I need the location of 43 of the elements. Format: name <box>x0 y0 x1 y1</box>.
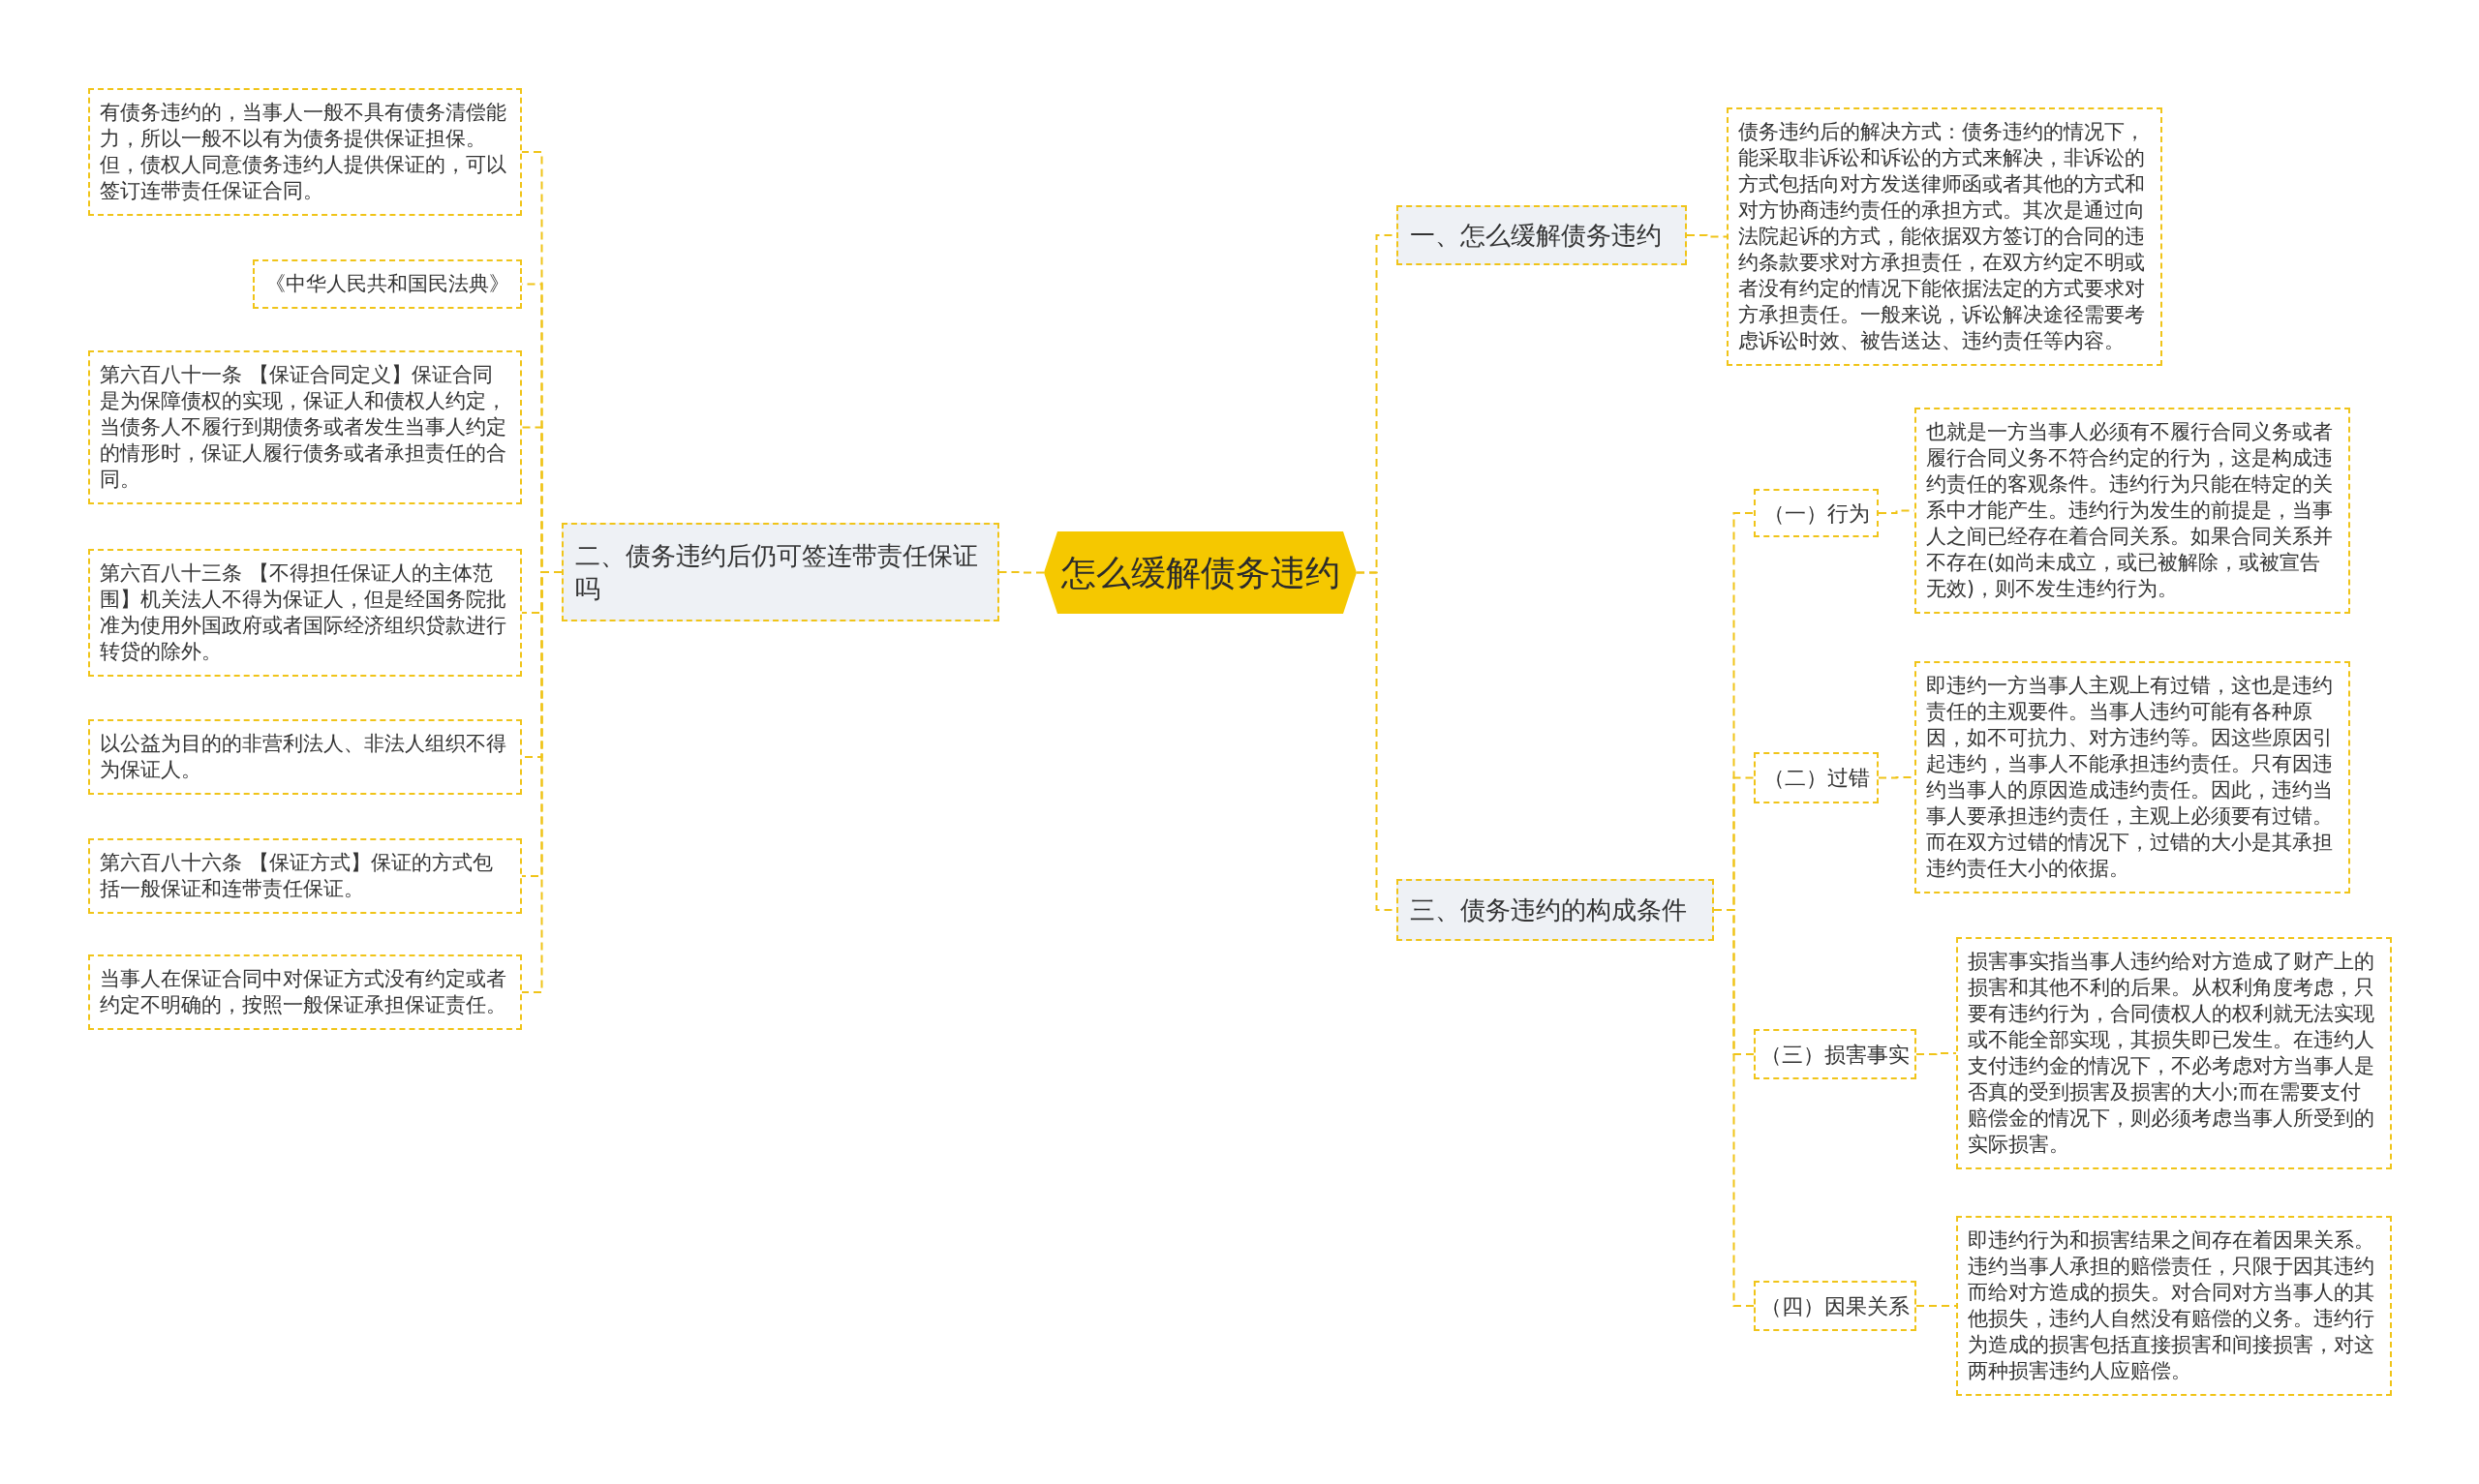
connector-line <box>1915 1052 1957 1055</box>
subtopic-box <box>1754 1029 1916 1079</box>
note-text: 《中华人民共和国民法典》 <box>264 271 510 297</box>
note-text: 债务违约后的解决方式：债务违约的情况下，能采取非诉讼和诉讼的方式来解决，非诉讼的方式包括向对方发送律师函或者其他的方式和对方协商违约责任的承担方式。其次是通过向法院起诉的方式，能依据双方签订的合同的违约条款要求对方承担责任，在双方约定不明或者没有约定的情况下能依据法定的方式要求对方承担责任。一般来说，诉讼解决途径需要考虑诉讼时效、被告送达、违约责任等内容。 <box>1738 119 2146 354</box>
note-text: 以公益为目的的非营利法人、非法人组织不得为保证人。 <box>100 731 507 783</box>
note-text: 即违约行为和损害结果之间存在着因果关系。违约当事人承担的赔偿责任，只限于因其违约而给对方造成的损失。对合同对方当事人的其他损失，违约人自然没有赔偿的义务。违约行为造成的损害包括直接损害和间接损害，对这两种损害违约人应赔偿。 <box>1968 1227 2375 1384</box>
note-text: 第六百八十六条 【保证方式】保证的方式包括一般保证和连带责任保证。 <box>100 850 494 902</box>
subtopic-text: （一）行为 <box>1762 500 1870 528</box>
central-topic-text: 怎么缓解债务违约 <box>1060 551 1340 594</box>
branch-topic-text: 一、怎么缓解债务违约 <box>1410 220 1662 252</box>
note-box <box>1956 1216 2392 1396</box>
central-topic <box>1044 531 1357 614</box>
branch-topic <box>562 523 999 621</box>
subtopic-text: （四）因果关系 <box>1760 1292 1910 1320</box>
note-box <box>1914 661 2350 893</box>
note-text: 第六百八十三条 【不得担任保证人的主体范围】机关法人不得为保证人，但是经国务院批准为使用外国政府或者国际经济组织贷款进行转贷的除外。 <box>100 560 507 665</box>
note-box <box>88 954 522 1030</box>
note-box <box>88 350 522 504</box>
note-box <box>88 549 522 677</box>
note-box <box>253 259 522 309</box>
note-text: 损害事实指当事人违约给对方造成了财产上的损害和其他不利的后果。从权利角度考虑，只要有违约行为，合同债权人的权利就无法实现或不能全部实现，其损失即已发生。在违约人支付违约金的情况下，不必考虑对方当事人是否真的受到损害及损害的大小;而在需要支付赔偿金的情况下，则必须考虑当事人所受到的实际损害。 <box>1968 949 2375 1158</box>
note-text: 第六百八十一条 【保证合同定义】保证合同是为保障债权的实现，保证人和债权人约定，当债务人不履行到期债务或者发生当事人约定的情形时，保证人履行债务或者承担责任的合同。 <box>100 362 507 493</box>
subtopic-text: （二）过错 <box>1762 765 1870 792</box>
subtopic-box <box>1754 1281 1916 1331</box>
subtopic-box <box>1754 752 1879 803</box>
note-text: 也就是一方当事人必须有不履行合同义务或者履行合同义务不符合约定的行为，这是构成违约责任的客观条件。违约行为只能在特定的关系中才能产生。违约行为发生的前提是，当事人之间已经存在着合同关系。如果合同关系并不存在(如尚未成立，或已被解除，或被宣告无效)，则不发生违约行为。 <box>1926 419 2334 602</box>
branch-topic-text: 三、债务违约的构成条件 <box>1410 894 1687 926</box>
note-text: 当事人在保证合同中对保证方式没有约定或者约定不明确的，按照一般保证承担保证责任。 <box>100 966 507 1018</box>
subtopic-box <box>1754 489 1879 537</box>
note-box <box>1956 937 2392 1169</box>
connector-line <box>998 571 1045 574</box>
note-text: 有债务违约的，当事人一般不具有债务清偿能力，所以一般不以有为债务提供保证担保。但，债权人同意债务违约人提供保证的，可以签订连带责任保证合同。 <box>100 100 507 204</box>
note-box <box>88 88 522 216</box>
branch-topic <box>1396 879 1714 941</box>
connector-line <box>1686 234 1728 238</box>
note-box <box>88 719 522 795</box>
branch-topic-text: 二、债务违约后仍可签连带责任保证吗 <box>575 540 979 605</box>
note-box <box>1914 408 2350 614</box>
connector-line <box>1915 1305 1957 1307</box>
note-box <box>88 838 522 914</box>
branch-topic <box>1396 205 1687 265</box>
subtopic-text: （三）损害事实 <box>1760 1041 1910 1069</box>
note-text: 即违约一方当事人主观上有过错，这也是违约责任的主观要件。当事人违约可能有各种原因，如不可抗力、对方违约等。因这些原因引起违约，当事人不能承担违约责任。只有因违约当事人的原因造成违约责任。因此，违约当事人要承担违约责任，主观上必须要有过错。而在双方过错的情况下，过错的大小是其承担违约责任大小的依据。 <box>1926 673 2334 882</box>
